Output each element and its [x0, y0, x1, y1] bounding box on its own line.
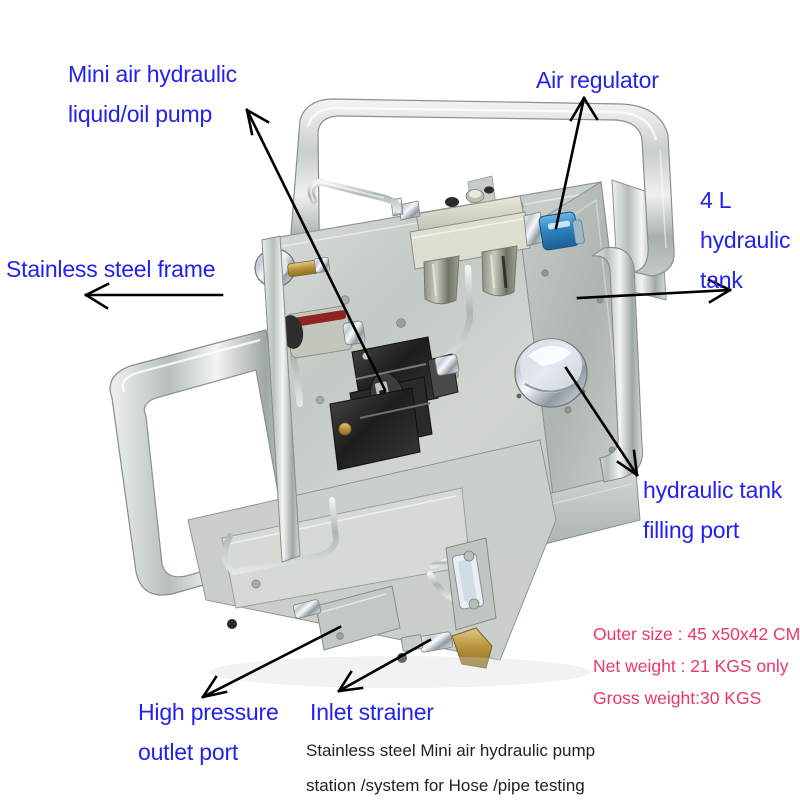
annotation-hydraulic-tank-line1: 4 L — [700, 187, 732, 213]
annotation-air-regulator-line1: Air regulator — [536, 67, 659, 93]
annotation-steel-frame-line1: Stainless steel frame — [6, 256, 216, 282]
annotation-hydraulic-tank: 4 L hydraulic tank — [700, 180, 790, 300]
annotation-hydraulic-tank-line3: tank — [700, 267, 743, 293]
spec-outer-size: Outer size : 45 x50x42 CM — [593, 624, 800, 644]
spec-gross-weight: Gross weight:30 KGS — [593, 688, 762, 708]
annotation-filling-port-line2: filling port — [643, 517, 740, 543]
caption-line1: Stainless steel Mini air hydraulic pump — [306, 741, 596, 760]
caption-block: Stainless steel Mini air hydraulic pump … — [306, 733, 595, 800]
annotation-outlet-port: High pressure outlet port — [138, 692, 279, 772]
annotation-mini-pump-line2: liquid/oil pump — [68, 101, 213, 127]
air-supply-tubing — [307, 178, 402, 214]
annotation-inlet-strainer: Inlet strainer — [310, 692, 434, 732]
spec-net-weight: Net weight : 21 KGS only — [593, 656, 789, 676]
hydraulic-tank-filling-port — [514, 338, 588, 408]
annotation-mini-pump: Mini air hydraulic liquid/oil pump — [68, 54, 237, 134]
annotation-steel-frame: Stainless steel frame — [6, 249, 215, 289]
annotation-filling-port-line1: hydraulic tank — [643, 477, 783, 503]
caption-line2: station /system for Hose /pipe testing — [306, 776, 585, 795]
annotation-outlet-port-line2: outlet port — [138, 739, 239, 765]
annotation-mini-pump-line1: Mini air hydraulic — [68, 61, 237, 87]
annotation-hydraulic-tank-line2: hydraulic — [700, 227, 791, 253]
air-filter-regulator-lubricator — [390, 175, 531, 305]
annotation-outlet-port-line1: High pressure — [138, 699, 279, 725]
annotation-inlet-strainer-line1: Inlet strainer — [310, 699, 434, 725]
annotation-air-regulator: Air regulator — [536, 60, 659, 100]
spec-block: Outer size : 45 x50x42 CM Net weight : 2… — [593, 618, 800, 714]
annotation-filling-port: hydraulic tank filling port — [643, 470, 782, 550]
